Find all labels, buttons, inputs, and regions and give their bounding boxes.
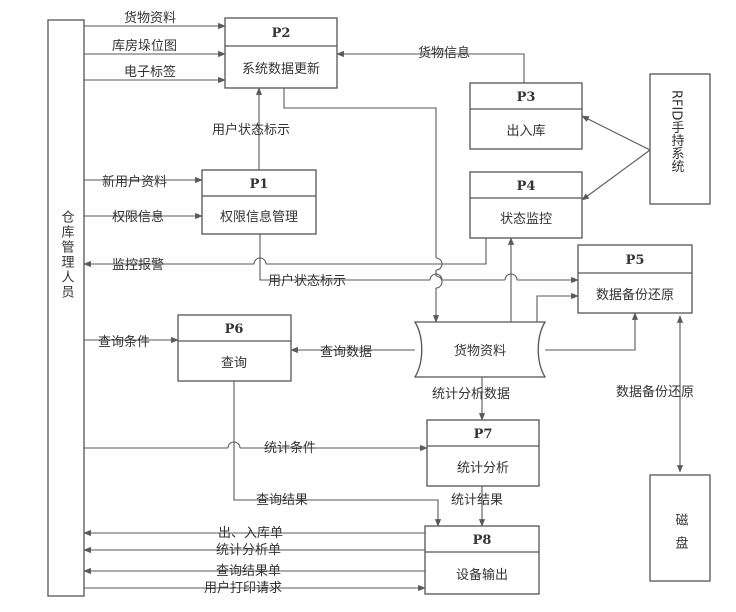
process-p2-name: 系统数据更新 <box>242 61 320 77</box>
entity-disk-label: 磁盘 <box>673 513 689 559</box>
flow-backup-restore-label: 数据备份还原 <box>616 384 694 400</box>
flow-store-p5-a <box>536 292 579 322</box>
entity-rfid-system-label: RFID手持系统 <box>669 90 685 174</box>
flow-query-result-label: 查询结果 <box>256 493 308 508</box>
flow-goods-info: 货物信息 <box>336 45 525 83</box>
datastore-goods-label: 货物资料 <box>454 343 506 359</box>
flow-user-status-2: 用户状态标示 <box>259 234 579 289</box>
flow-stats-cond-label: 统计条件 <box>264 440 316 456</box>
flow-rfid-p4 <box>581 149 651 201</box>
flow-backup-restore: 数据备份还原 <box>616 315 694 473</box>
process-p4: P4 状态监控 <box>469 171 583 239</box>
flow-user-status-1: 用户状态标示 <box>212 87 290 170</box>
process-p3: P3 出入库 <box>469 82 583 150</box>
process-p2: P2 系统数据更新 <box>224 17 338 89</box>
process-p7-id: P7 <box>474 427 493 442</box>
flow-io-sheet: 出、入库单 <box>83 525 425 541</box>
process-p5-name: 数据备份还原 <box>596 287 674 303</box>
process-p8: P8 设备输出 <box>424 525 540 595</box>
flow-result-sheet: 查询结果单 <box>83 564 425 579</box>
process-p4-id: P4 <box>517 179 536 194</box>
process-p7: P7 统计分析 <box>426 419 540 487</box>
entity-rfid-system: RFID手持系统 <box>649 73 711 205</box>
process-p6: P6 查询 <box>177 314 292 382</box>
process-p5: P5 数据备份还原 <box>577 244 693 314</box>
process-p1-id: P1 <box>250 177 269 192</box>
flow-query-data: 查询数据 <box>290 345 415 360</box>
flow-new-user-label: 新用户资料 <box>102 174 167 190</box>
flow-query-result: 查询结果 <box>233 381 442 527</box>
flow-e-tag-label: 电子标签 <box>124 64 176 80</box>
flow-stats-cond: 统计条件 <box>84 440 428 456</box>
process-p5-id: P5 <box>626 253 645 268</box>
entity-warehouse-staff: 仓库管理人员 <box>47 19 85 597</box>
entity-warehouse-staff-label: 仓库管理人员 <box>59 210 75 300</box>
flow-print-request-label: 用户打印请求 <box>204 580 282 596</box>
flow-permission: 权限信息 <box>84 209 203 225</box>
flow-query-cond: 查询条件 <box>84 334 179 350</box>
process-p8-id: P8 <box>473 533 492 548</box>
process-p4-name: 状态监控 <box>500 212 552 227</box>
flow-e-tag: 电子标签 <box>84 64 226 84</box>
process-p2-id: P2 <box>272 26 291 41</box>
process-p3-name: 出入库 <box>506 123 545 139</box>
flow-new-user: 新用户资料 <box>84 174 203 190</box>
process-p6-id: P6 <box>225 322 244 337</box>
flow-result-sheet-label: 查询结果单 <box>216 564 281 579</box>
flow-print-request: 用户打印请求 <box>84 580 426 596</box>
process-p6-name: 查询 <box>221 356 247 371</box>
flow-stats-data: 统计分析数据 <box>432 377 510 421</box>
flow-stats-result: 统计结果 <box>451 486 503 527</box>
entity-disk: 磁盘 <box>649 474 711 582</box>
flow-user-status-2-label: 用户状态标示 <box>268 273 346 289</box>
flow-p2-store <box>283 88 443 323</box>
flow-stats-data-label: 统计分析数据 <box>432 387 510 402</box>
process-p1: P1 权限信息管理 <box>201 169 317 235</box>
flow-io-sheet-label: 出、入库单 <box>218 525 283 541</box>
flow-query-data-label: 查询数据 <box>320 345 372 360</box>
flow-location-map-label: 库房垛位图 <box>112 38 177 54</box>
process-p1-name: 权限信息管理 <box>220 209 298 225</box>
flow-stats-result-label: 统计结果 <box>451 493 503 508</box>
flow-monitor-alarm-label: 监控报警 <box>112 257 164 273</box>
flow-goods-data: 货物资料 <box>84 10 226 30</box>
flow-monitor-alarm: 监控报警 <box>83 238 487 273</box>
flow-stats-sheet: 统计分析单 <box>83 543 425 558</box>
flow-user-status-1-label: 用户状态标示 <box>212 122 290 138</box>
flow-goods-info-label: 货物信息 <box>418 45 470 61</box>
process-p7-name: 统计分析 <box>457 461 509 476</box>
flow-permission-label: 权限信息 <box>112 209 164 225</box>
flow-stats-sheet-label: 统计分析单 <box>216 543 281 558</box>
process-p3-id: P3 <box>517 90 536 105</box>
flow-goods-data-label: 货物资料 <box>124 10 176 26</box>
flow-location-map: 库房垛位图 <box>84 38 226 58</box>
process-p8-name: 设备输出 <box>456 567 508 583</box>
flow-query-cond-label: 查询条件 <box>98 334 150 350</box>
flow-rfid-p3 <box>581 115 651 151</box>
flow-store-p5-b <box>545 312 639 351</box>
datastore-goods: 货物资料 <box>413 321 547 378</box>
